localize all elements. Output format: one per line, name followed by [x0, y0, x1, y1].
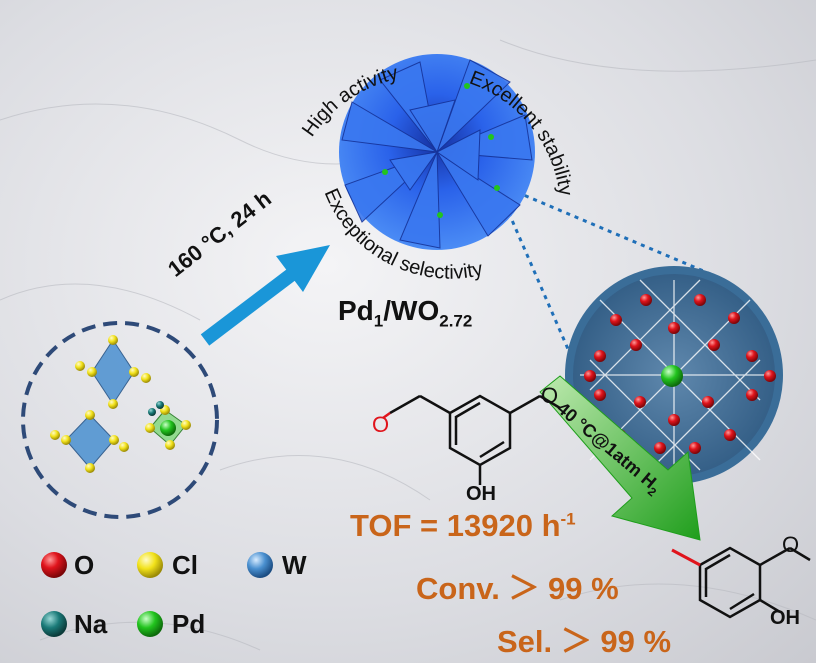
- product-oh-label: OH: [770, 607, 800, 629]
- wcl6-octahedron-2: [50, 410, 129, 473]
- product-structure: [698, 546, 811, 619]
- legend-label-na: Na: [74, 609, 108, 639]
- wcl6-octahedron-1: [75, 335, 151, 409]
- vanillin-oh-label: OH: [466, 483, 496, 505]
- tof-value: TOF = 13920 h-1: [350, 508, 576, 543]
- methoxy-oxygen: O: [541, 383, 558, 408]
- selectivity-value: Sel. ＞ 99 %: [497, 624, 672, 659]
- na2pdcl4-complex: [145, 401, 191, 450]
- catalyst-name: Pd1/WO2.72: [338, 295, 473, 331]
- legend-label-pd: Pd: [172, 609, 206, 639]
- legend-label-o: O: [74, 550, 95, 580]
- methyl-group: [671, 548, 701, 567]
- pd-wo-nanoflower: [339, 54, 535, 250]
- wo-lattice-circle: [565, 266, 783, 484]
- lattice-oxygen-atoms: [584, 294, 776, 454]
- synthesis-arrow: [200, 245, 330, 346]
- dotted-link-lines: [496, 183, 721, 396]
- legend-label-w: W: [282, 550, 307, 580]
- conversion-value: Conv. ＞ 99 %: [416, 571, 619, 606]
- precursor-circle: [21, 321, 219, 519]
- aldehyde-oxygen: O: [372, 412, 389, 437]
- product-methoxy-oxygen: O: [782, 532, 799, 557]
- legend-label-cl: Cl: [172, 550, 198, 580]
- vanillin-structure: [389, 394, 561, 485]
- reaction-arrow: [539, 375, 701, 541]
- single-pd-atom: [661, 365, 683, 387]
